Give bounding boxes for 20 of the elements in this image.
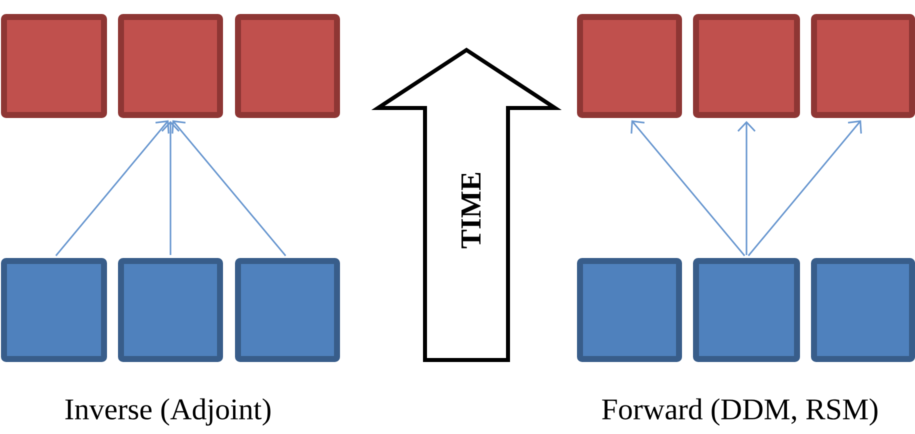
arrow xyxy=(55,120,170,256)
arrow xyxy=(748,120,862,256)
square-box xyxy=(577,258,682,362)
arrow xyxy=(737,121,756,255)
square-box xyxy=(577,14,682,118)
square-box xyxy=(693,258,800,362)
square-box xyxy=(693,14,800,118)
square-box xyxy=(118,258,223,362)
square-box xyxy=(118,14,223,118)
square-box xyxy=(235,14,340,118)
arrow xyxy=(630,120,746,256)
arrow xyxy=(161,121,180,255)
group-label: Inverse (Adjoint) xyxy=(65,398,270,426)
arrow xyxy=(172,120,286,256)
square-box xyxy=(811,258,915,362)
square-box xyxy=(1,14,107,118)
square-box xyxy=(811,14,915,118)
group-label: Forward (DDM, RSM) xyxy=(602,398,878,426)
square-box xyxy=(235,258,340,362)
square-box xyxy=(1,258,107,362)
